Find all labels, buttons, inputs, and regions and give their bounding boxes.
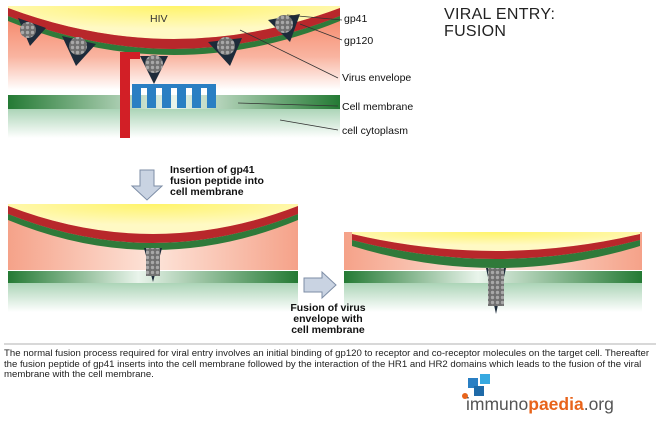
gp120-label: gp120 xyxy=(344,35,374,47)
logo-text-org: .org xyxy=(583,394,614,414)
virus-envelope xyxy=(8,214,298,250)
virus-membrane xyxy=(8,206,298,243)
cell-membrane-label: Cell membrane xyxy=(342,101,414,113)
figure-caption: The normal fusion process required for v… xyxy=(4,348,650,381)
virus-membrane xyxy=(352,234,640,259)
insertion-step-line: fusion peptide into xyxy=(170,175,264,187)
gp120-spike xyxy=(140,55,168,84)
virus-envelope-label: Virus envelope xyxy=(342,72,412,84)
virus-interior xyxy=(8,204,298,234)
cell-cytoplasm-label: cell cytoplasm xyxy=(342,125,408,137)
fusion-step-line: envelope with xyxy=(293,313,363,325)
gp41-fused xyxy=(486,268,506,314)
gp120-spike xyxy=(18,18,46,46)
gp120-spike xyxy=(62,36,96,66)
fusion-step-line: Fusion of virus xyxy=(290,302,366,314)
immunopaedia-logo[interactable]: immunopaedia.org xyxy=(466,393,614,417)
gp41-label: gp41 xyxy=(344,13,368,25)
panel-insertion xyxy=(8,204,298,312)
virus-interior xyxy=(352,232,640,251)
title-line-1: VIRAL ENTRY: xyxy=(444,6,556,23)
gp120-spike xyxy=(208,37,242,66)
gp41-inserted xyxy=(144,248,162,282)
insertion-step-line: cell membrane xyxy=(170,186,244,198)
hiv-label: HIV xyxy=(150,13,168,25)
down-arrow xyxy=(130,169,164,201)
leader-lines xyxy=(237,14,343,131)
fusion-step-line: cell membrane xyxy=(291,324,365,336)
virus-envelope xyxy=(352,240,640,268)
page-title: VIRAL ENTRY: FUSION xyxy=(444,6,555,40)
logo-text-immuno: immuno xyxy=(466,394,529,414)
gp41-stem xyxy=(120,52,140,59)
panel-binding xyxy=(8,6,343,138)
virus-interior xyxy=(8,6,340,39)
cell-membrane xyxy=(8,95,340,109)
receptor-molecule xyxy=(132,84,216,108)
right-arrow xyxy=(303,270,337,300)
title-line-2: FUSION xyxy=(444,23,507,40)
logo-text-paedia: paedia xyxy=(528,394,584,414)
gp41-fusion-peptide xyxy=(120,52,130,138)
cytoplasm-area xyxy=(8,282,298,312)
cytoplasm-area xyxy=(8,108,340,138)
panel-fusion xyxy=(344,232,642,314)
logo-mark xyxy=(462,374,490,399)
insertion-step-label: Insertion of gp41 fusion peptide into ce… xyxy=(170,165,264,198)
gp120-spike xyxy=(268,14,300,42)
fusion-step-label: Fusion of virus envelope with cell membr… xyxy=(282,303,374,336)
insertion-step-line: Insertion of gp41 xyxy=(170,164,255,176)
